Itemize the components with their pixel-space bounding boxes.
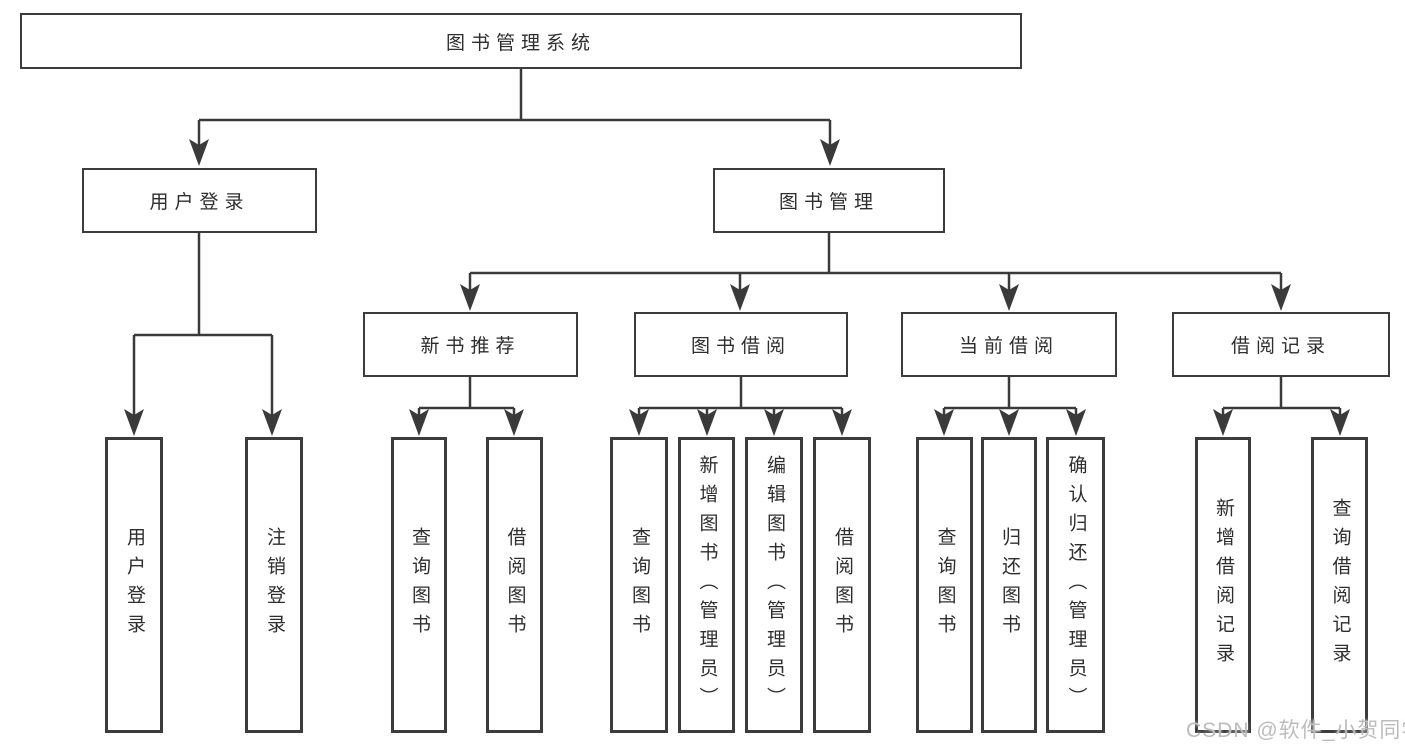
node-book-management: 图书管理 bbox=[713, 168, 945, 233]
node-library-management-system: 图书管理系统 bbox=[20, 13, 1022, 69]
leaf-label: 新增图书（管理员） bbox=[696, 454, 718, 716]
leaf-label: 查询图书 bbox=[628, 527, 650, 643]
leaf-add-borrow-record: 新增借阅记录 bbox=[1195, 437, 1251, 733]
leaf-label: 查询借阅记录 bbox=[1329, 498, 1351, 672]
leaf-label: 用户登录 bbox=[123, 527, 145, 643]
node-new-book-recommend: 新书推荐 bbox=[363, 312, 578, 377]
node-user-login: 用户登录 bbox=[82, 168, 317, 233]
leaf-borrow-books: 借阅图书 bbox=[813, 437, 871, 733]
node-current-borrowing: 当前借阅 bbox=[901, 312, 1117, 377]
node-book-borrowing: 图书借阅 bbox=[634, 312, 848, 377]
leaf-query-books-recommend: 查询图书 bbox=[391, 437, 447, 733]
leaf-label: 借阅图书 bbox=[831, 527, 853, 643]
leaf-query-borrow-record: 查询借阅记录 bbox=[1311, 437, 1368, 733]
leaf-label: 编辑图书（管理员） bbox=[763, 454, 785, 716]
leaf-confirm-return-admin: 确认归还（管理员） bbox=[1046, 437, 1105, 733]
leaf-add-books-admin: 新增图书（管理员） bbox=[678, 437, 735, 733]
leaf-label: 新增借阅记录 bbox=[1212, 498, 1234, 672]
leaf-return-books: 归还图书 bbox=[981, 437, 1037, 733]
leaf-label: 查询图书 bbox=[934, 527, 956, 643]
leaf-borrow-books-recommend: 借阅图书 bbox=[486, 437, 543, 733]
leaf-label: 注销登录 bbox=[263, 527, 285, 643]
csdn-watermark: CSDN @软件_小贺同学 bbox=[1186, 719, 1405, 742]
leaf-logout: 注销登录 bbox=[245, 437, 303, 733]
leaf-label: 归还图书 bbox=[998, 527, 1020, 643]
leaf-label: 借阅图书 bbox=[504, 527, 526, 643]
leaf-query-books-current: 查询图书 bbox=[916, 437, 973, 733]
node-borrowing-records: 借阅记录 bbox=[1172, 312, 1390, 377]
leaf-label: 确认归还（管理员） bbox=[1065, 454, 1087, 716]
leaf-user-login: 用户登录 bbox=[105, 437, 163, 733]
leaf-label: 查询图书 bbox=[408, 527, 430, 643]
leaf-edit-books-admin: 编辑图书（管理员） bbox=[745, 437, 803, 733]
leaf-query-books-borrow: 查询图书 bbox=[610, 437, 668, 733]
